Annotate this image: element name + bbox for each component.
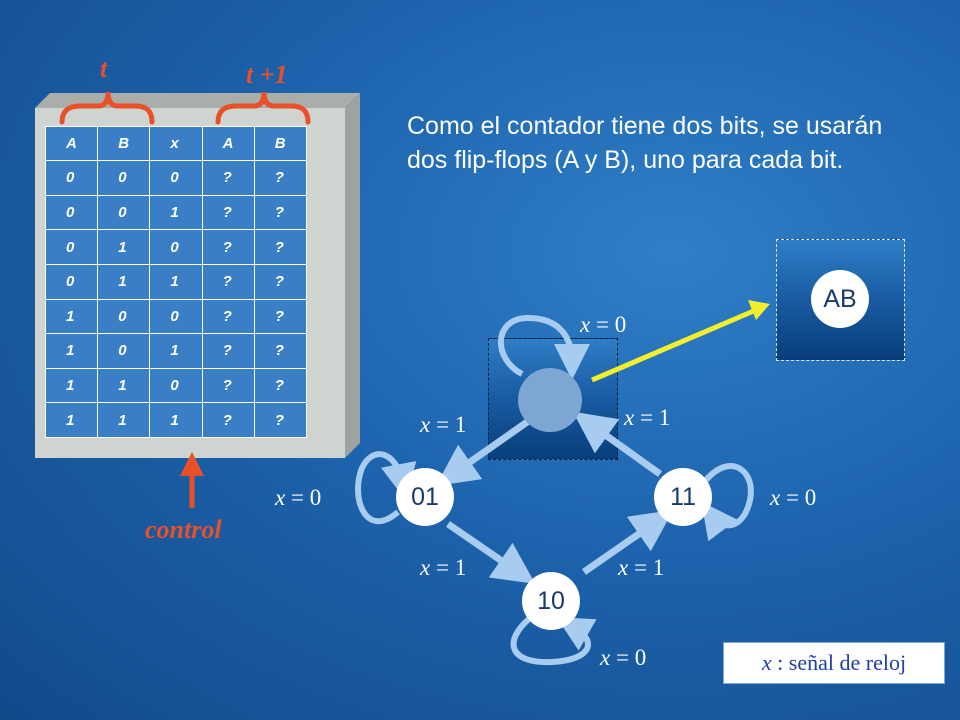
table-cell: ? bbox=[253, 229, 308, 265]
table-header-cell: B bbox=[253, 126, 308, 161]
table-cell: ? bbox=[201, 402, 255, 438]
table-cell: 1 bbox=[97, 229, 151, 265]
state-node-01: 01 bbox=[396, 468, 454, 526]
table-cell: ? bbox=[201, 229, 255, 265]
self-loop-11 bbox=[701, 463, 754, 542]
t-plus-brace bbox=[215, 91, 311, 125]
label-loop-10: x = 0 bbox=[600, 645, 647, 670]
table-header-cell: A bbox=[44, 126, 99, 161]
t-brace bbox=[59, 91, 155, 125]
control-label: control bbox=[145, 515, 222, 544]
table-cell: 0 bbox=[44, 194, 99, 231]
edge-01-to-10 bbox=[446, 521, 536, 584]
zoom-arrow bbox=[591, 307, 757, 383]
table-cell: 1 bbox=[149, 263, 203, 300]
zoom-arrow-head bbox=[748, 300, 770, 320]
edge-10-to-11 bbox=[582, 510, 674, 575]
t-plus-label: t +1 bbox=[246, 60, 288, 89]
control-arrow-head bbox=[180, 452, 204, 476]
table-header-cell: A bbox=[201, 126, 255, 161]
table-cell: 1 bbox=[149, 194, 203, 231]
table-header-cell: B bbox=[97, 126, 151, 161]
table-cell: ? bbox=[253, 333, 308, 369]
table-header-cell: x bbox=[149, 126, 203, 161]
self-loop-10 bbox=[510, 615, 597, 666]
table-cell: ? bbox=[253, 402, 308, 438]
table-cell: 0 bbox=[149, 160, 203, 196]
legend-box: x : señal de reloj bbox=[723, 642, 945, 684]
state-node-10: 10 bbox=[522, 572, 580, 630]
table-cell: 1 bbox=[44, 333, 99, 369]
edge-11-to-top bbox=[572, 411, 663, 477]
table-cell: 1 bbox=[44, 402, 99, 438]
explanation-text: Como el contador tiene dos bits, se usar… bbox=[407, 112, 883, 174]
state-node-11: 11 bbox=[654, 468, 712, 526]
table-cell: 0 bbox=[44, 229, 99, 265]
label-loop-01: x = 0 bbox=[275, 485, 322, 510]
table-block-side bbox=[345, 93, 360, 458]
self-loop-top bbox=[497, 314, 590, 380]
table-cell: ? bbox=[253, 263, 308, 300]
table-cell: ? bbox=[201, 194, 255, 231]
label-11-to-top: x = 1 bbox=[624, 405, 671, 430]
t-label: t bbox=[100, 54, 108, 83]
label-01-to-10: x = 1 bbox=[420, 555, 467, 580]
label-loop-top: x = 0 bbox=[580, 312, 627, 337]
table-cell: 0 bbox=[149, 229, 203, 265]
table-cell: 0 bbox=[149, 298, 203, 335]
table-cell: ? bbox=[253, 194, 308, 231]
table-cell: 0 bbox=[44, 160, 99, 196]
table-cell: ? bbox=[201, 333, 255, 369]
state-node-ab bbox=[518, 368, 582, 432]
table-cell: 1 bbox=[97, 402, 151, 438]
self-loop-01 bbox=[355, 451, 417, 524]
edge-top-to-01 bbox=[435, 417, 533, 487]
label-10-to-11: x = 1 bbox=[618, 555, 665, 580]
table-cell: ? bbox=[253, 298, 308, 335]
table-cell: 0 bbox=[149, 367, 203, 404]
table-cell: ? bbox=[201, 160, 255, 196]
label-loop-11: x = 0 bbox=[770, 485, 817, 510]
table-cell: 1 bbox=[149, 402, 203, 438]
zoom-node-ab: AB bbox=[811, 270, 869, 328]
table-cell: 1 bbox=[149, 333, 203, 369]
table-cell: ? bbox=[201, 263, 255, 300]
label-top-to-01: x = 1 bbox=[420, 412, 467, 437]
table-cell: ? bbox=[253, 160, 308, 196]
